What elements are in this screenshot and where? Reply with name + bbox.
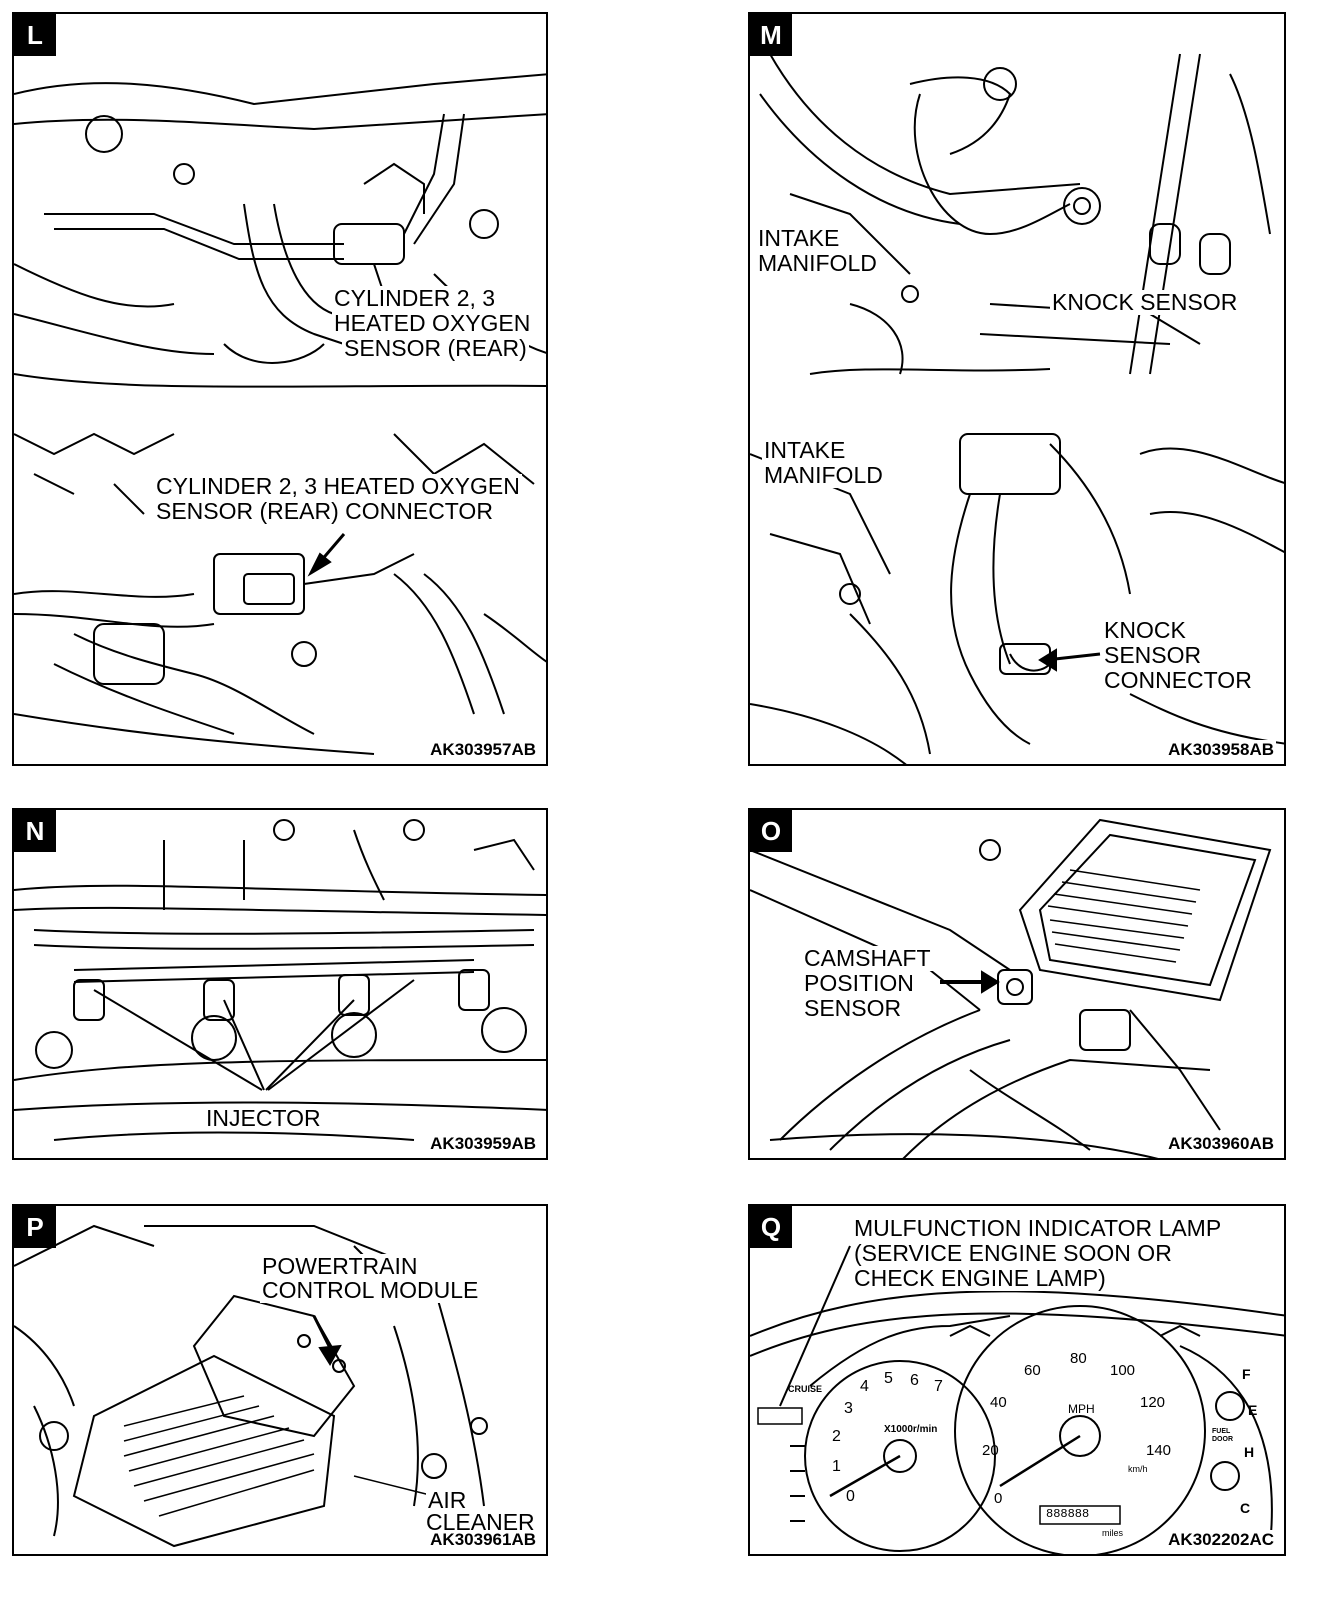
speed-number-20: 20 xyxy=(982,1442,999,1459)
panel-n: N INJECTOR AK303959AB xyxy=(12,808,548,1160)
intake-manifold-label-top-line2: MANIFOLD xyxy=(756,250,879,276)
odometer-display: 888888 xyxy=(1046,1507,1090,1521)
panel-letter: O xyxy=(750,810,792,852)
knock-connector-label-line1: KNOCK xyxy=(1102,617,1188,643)
panel-letter: Q xyxy=(750,1206,792,1248)
speed-number-80: 80 xyxy=(1070,1350,1087,1367)
figure-code: AK303959AB xyxy=(428,1134,538,1154)
engine-illustration-n xyxy=(14,819,546,1141)
pcm-label-line1: POWERTRAIN xyxy=(260,1253,420,1279)
fuel-door-indicator: FUEL DOOR xyxy=(1212,1428,1233,1443)
sensor-rear-label-line2: HEATED OXYGEN xyxy=(332,310,533,336)
knock-connector-label-line2: SENSOR xyxy=(1102,642,1204,668)
panel-letter: P xyxy=(14,1206,56,1248)
figure-code: AK303957AB xyxy=(428,740,538,760)
intake-manifold-label-bottom-line2: MANIFOLD xyxy=(762,462,885,488)
connector-label-line2: SENSOR (REAR) CONNECTOR xyxy=(154,498,495,524)
view-divider xyxy=(750,386,1284,408)
panel-letter: L xyxy=(14,14,56,56)
camshaft-label-line3: SENSOR xyxy=(802,995,904,1021)
air-cleaner-label-line1: AIR xyxy=(426,1487,469,1513)
tach-unit: X1000r/min xyxy=(884,1424,938,1435)
fuel-empty-mark: E xyxy=(1248,1402,1258,1418)
panel-o: O CAMSHAFT POSITION SENSOR AK303960AB xyxy=(748,808,1286,1160)
speed-number-0: 0 xyxy=(994,1490,1003,1507)
tach-number-2: 2 xyxy=(832,1428,841,1445)
fuel-full-mark: F xyxy=(1242,1366,1251,1382)
figure-code: AK302202AC xyxy=(1166,1530,1276,1550)
pcm-label-line2: CONTROL MODULE xyxy=(260,1277,481,1303)
engine-illustration-o xyxy=(750,818,1272,1158)
panel-q: Q MULFUNCTION INDICATOR LAMP (SERVICE EN… xyxy=(748,1204,1286,1556)
temp-cold-mark: C xyxy=(1240,1500,1251,1516)
speed-number-60: 60 xyxy=(1024,1362,1041,1379)
speed-number-40: 40 xyxy=(990,1394,1007,1411)
panel-m: M INTAKE MANIFOLD KNOCK SENSOR INTAKE MA… xyxy=(748,12,1286,766)
injector-label: INJECTOR xyxy=(204,1105,323,1131)
connector-label-line1: CYLINDER 2, 3 HEATED OXYGEN xyxy=(154,473,522,499)
temp-hot-mark: H xyxy=(1244,1444,1255,1460)
camshaft-label-line2: POSITION xyxy=(802,970,916,996)
tach-number-1: 1 xyxy=(832,1458,841,1475)
kmh-unit: km/h xyxy=(1128,1464,1148,1474)
tachometer xyxy=(804,1360,996,1552)
tach-number-7: 7 xyxy=(934,1378,943,1395)
camshaft-label-line1: CAMSHAFT xyxy=(802,945,933,971)
tach-number-0: 0 xyxy=(846,1488,855,1505)
tach-number-3: 3 xyxy=(844,1400,853,1417)
speed-number-140: 140 xyxy=(1146,1442,1172,1459)
panel-l: L CYLINDER 2, 3 HEATED OXYGEN SENSOR (RE… xyxy=(12,12,548,766)
knock-connector-label-line3: CONNECTOR xyxy=(1102,667,1254,693)
cruise-indicator: CRUISE xyxy=(788,1384,823,1394)
odometer-unit: miles xyxy=(1102,1528,1124,1538)
sensor-rear-label-line3: SENSOR (REAR) xyxy=(342,335,529,361)
intake-manifold-label-top-line1: INTAKE xyxy=(756,225,842,251)
panel-letter: M xyxy=(750,14,792,56)
figure-code: AK303960AB xyxy=(1166,1134,1276,1154)
sensor-rear-label-line1: CYLINDER 2, 3 xyxy=(332,285,498,311)
mil-label-line1: MULFUNCTION INDICATOR LAMP xyxy=(852,1215,1224,1241)
speed-number-120: 120 xyxy=(1140,1394,1166,1411)
intake-manifold-label-bottom-line1: INTAKE xyxy=(762,437,848,463)
speed-unit: MPH xyxy=(1068,1402,1095,1416)
panel-letter: N xyxy=(14,810,56,852)
tach-number-4: 4 xyxy=(860,1378,869,1395)
tach-number-5: 5 xyxy=(884,1370,893,1387)
engine-illustration-m xyxy=(750,53,1284,764)
speedometer xyxy=(954,1305,1206,1554)
speed-number-100: 100 xyxy=(1110,1362,1136,1379)
panel-p: P POWERTRAIN CONTROL MODULE AIR CLEANER … xyxy=(12,1204,548,1556)
instrument-cluster-illustration xyxy=(750,1245,1284,1554)
mil-label-line3: CHECK ENGINE LAMP) xyxy=(852,1265,1108,1291)
figure-code: AK303958AB xyxy=(1166,740,1276,760)
view-divider xyxy=(14,388,546,410)
figure-code: AK303961AB xyxy=(428,1530,538,1550)
knock-sensor-label: KNOCK SENSOR xyxy=(1050,289,1240,315)
mil-label-line2: (SERVICE ENGINE SOON OR xyxy=(852,1240,1174,1266)
tach-number-6: 6 xyxy=(910,1372,919,1389)
